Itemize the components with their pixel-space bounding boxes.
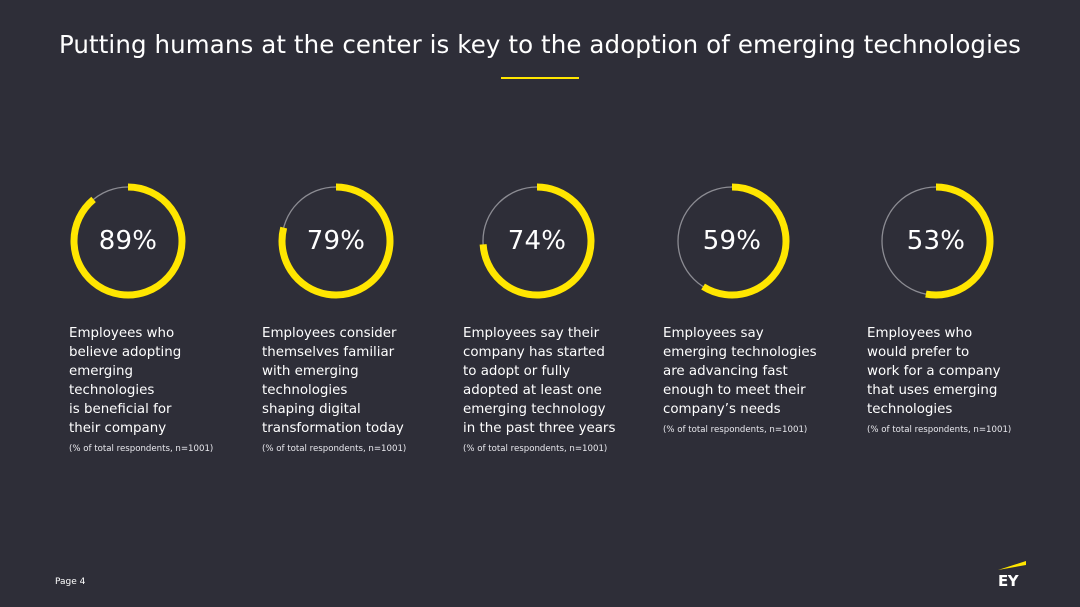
stat-description: Employees say emerging technologies are … [663,326,817,417]
donut-svg [70,183,186,299]
donut-svg [278,183,394,299]
stat-footnote: (% of total respondents, n=1001) [69,444,214,454]
stat-footnote: (% of total respondents, n=1001) [867,425,1012,435]
donut-chart: 89% [69,182,187,300]
donut-chart: 79% [277,182,395,300]
donut-arc [925,183,994,299]
donut-chart: 74% [478,182,596,300]
stat-description: Employees who believe adopting emerging … [69,326,182,436]
stat-footnote: (% of total respondents, n=1001) [262,444,407,454]
percent-value: 59% [702,226,762,256]
page-number: Page 4 [55,577,86,587]
stat-footnote: (% of total respondents, n=1001) [663,425,808,435]
donut-arc [479,183,595,299]
percent-value: 89% [98,226,158,256]
donut-arc [701,183,790,299]
logo-beam [998,561,1026,570]
donut-svg [479,183,595,299]
title-underline [501,77,579,79]
donut-svg [677,183,790,299]
percent-value: 79% [306,226,366,256]
donut-arc [70,183,186,299]
stat-footnote: (% of total respondents, n=1001) [463,444,608,454]
stat-description: Employees say their company has started … [463,326,616,436]
donut-chart: 59% [673,182,791,300]
logo-beam-icon [998,561,1026,570]
donut-arc [278,183,394,299]
donut-chart: 53% [877,182,995,300]
ey-logo: EY [996,561,1028,591]
logo-text: EY [998,572,1019,590]
page-title: Putting humans at the center is key to t… [58,30,1022,59]
percent-value: 74% [507,226,567,256]
stat-description: Employees consider themselves familiar w… [262,326,404,436]
stat-description: Employees who would prefer to work for a… [867,326,1001,417]
donut-svg [881,183,994,299]
percent-value: 53% [906,226,966,256]
